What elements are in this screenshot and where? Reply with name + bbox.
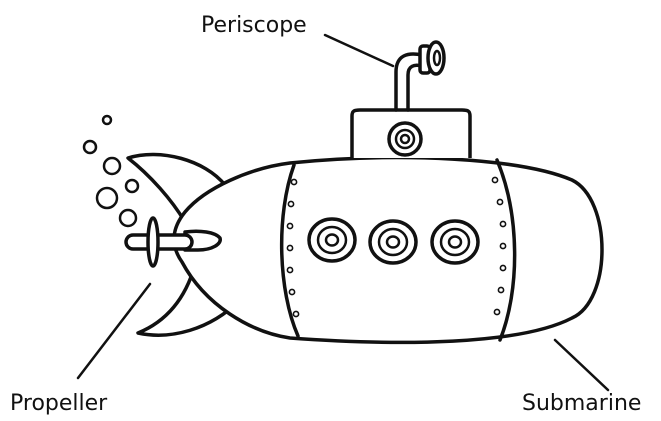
periscope (396, 42, 444, 110)
submarine-label: Submarine (522, 391, 641, 416)
submarine-leader-line (555, 340, 608, 390)
propeller-label: Propeller (10, 391, 108, 416)
periscope-leader-line (325, 35, 393, 66)
submarine-hull (174, 158, 602, 343)
periscope-label: Periscope (201, 13, 307, 38)
bubbles (84, 116, 138, 226)
